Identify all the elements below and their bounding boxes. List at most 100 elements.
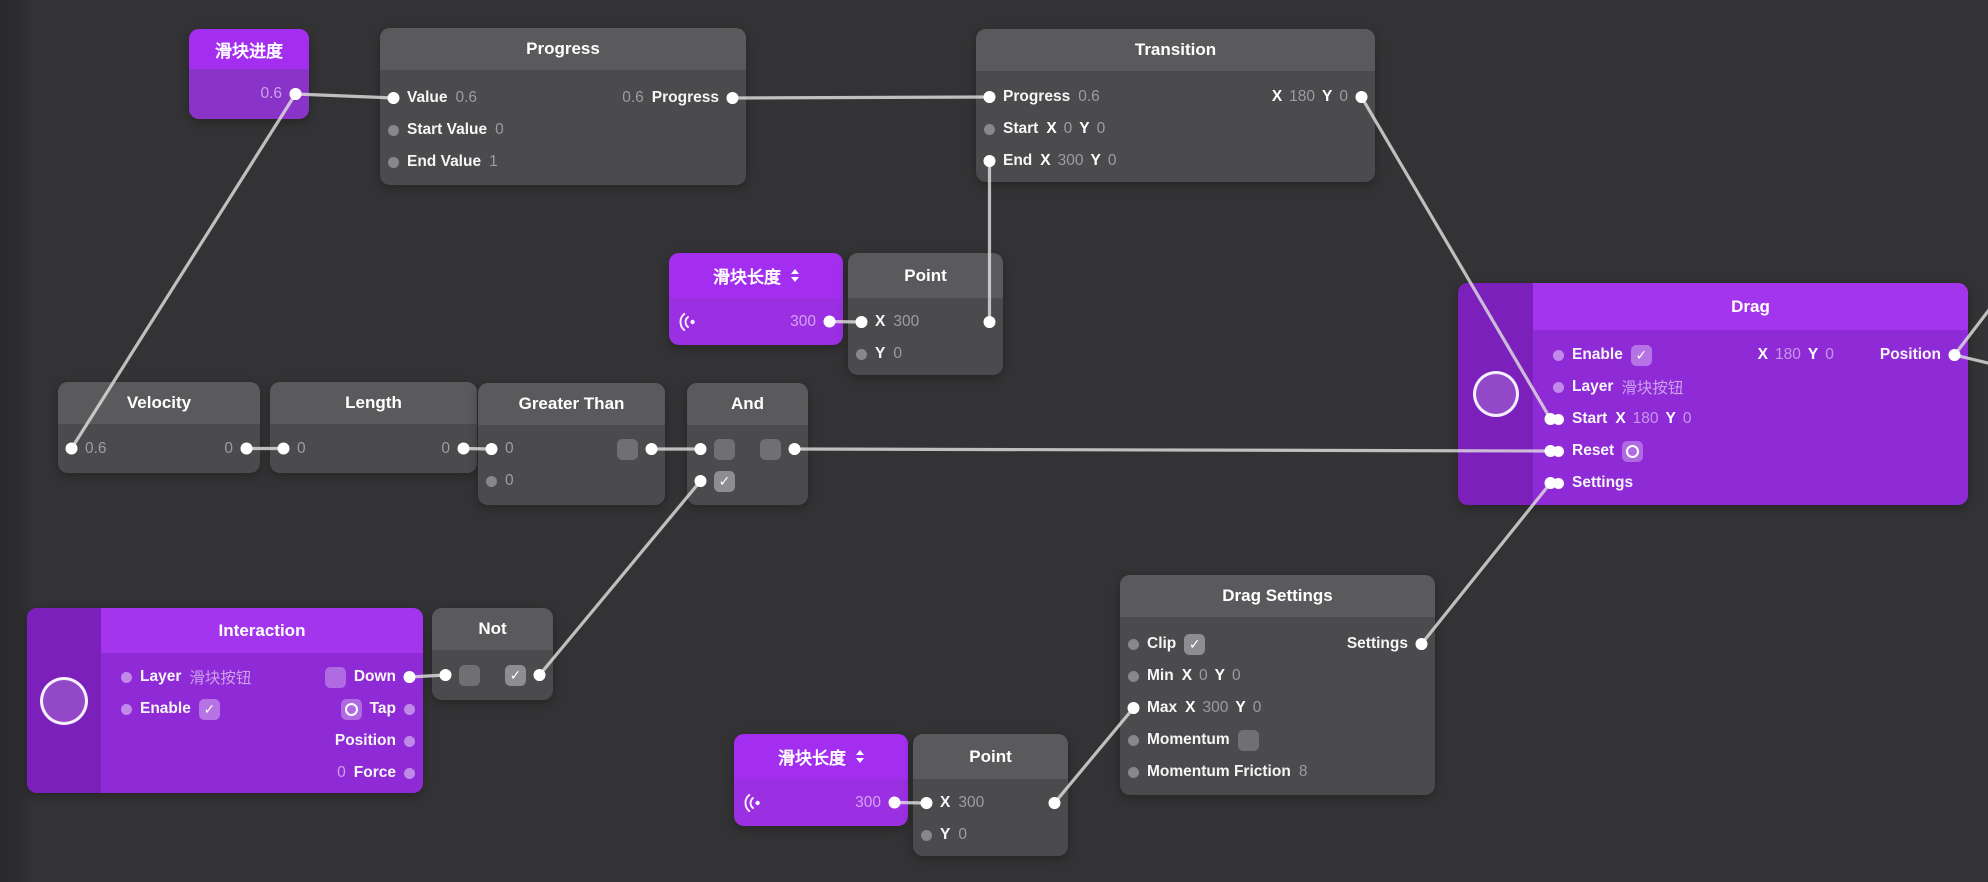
input-port-b[interactable] <box>486 475 497 487</box>
value-field[interactable]: 0 <box>297 439 306 457</box>
output-port[interactable] <box>1049 797 1060 809</box>
node-point-bottom[interactable]: Point X 300 Y 0 <box>913 734 1068 856</box>
input-port-x[interactable] <box>856 316 867 328</box>
momentum-checkbox[interactable] <box>1237 729 1259 751</box>
node-point-top[interactable]: Point X 300 Y 0 <box>848 253 1003 375</box>
value-field[interactable]: 300 <box>893 313 920 330</box>
value-field[interactable]: 0.6 <box>455 89 478 106</box>
value-field[interactable]: 0 <box>495 121 504 138</box>
input-port-y[interactable] <box>921 829 932 841</box>
value-field[interactable]: 0.6 <box>1078 88 1100 105</box>
input-port-momentum[interactable] <box>1128 734 1139 746</box>
value-field[interactable]: 300 <box>958 794 985 811</box>
input-port-end-value[interactable] <box>388 156 399 168</box>
input-port-a[interactable] <box>486 443 497 455</box>
node-greater-than[interactable]: Greater Than 0 0 <box>478 383 665 505</box>
node-interaction[interactable]: Interaction Layer 滑块按钮 Down Enable <box>27 608 423 793</box>
input-port-start[interactable] <box>984 123 995 135</box>
input-port-clip[interactable] <box>1128 638 1139 650</box>
enable-checkbox[interactable] <box>1630 344 1652 366</box>
value-field[interactable]: 300 <box>790 312 816 330</box>
node-velocity[interactable]: Velocity 0.6 0 <box>58 382 260 473</box>
enable-checkbox[interactable] <box>198 698 220 720</box>
output-port[interactable] <box>646 443 657 455</box>
input-checkbox[interactable] <box>459 664 480 686</box>
output-port-position[interactable] <box>404 735 415 747</box>
pulse-button[interactable] <box>1622 440 1644 462</box>
value-field[interactable]: 0 <box>505 440 514 457</box>
input-port-progress[interactable] <box>984 91 995 103</box>
input-port-momentum-friction[interactable] <box>1128 766 1139 778</box>
input-port-min[interactable] <box>1128 670 1139 682</box>
input-port-start[interactable] <box>1553 413 1564 425</box>
output-port[interactable] <box>534 669 545 681</box>
input-port-y[interactable] <box>856 348 867 360</box>
output-port[interactable] <box>824 316 835 327</box>
node-and[interactable]: And <box>687 383 808 505</box>
node-length[interactable]: Length 0 0 <box>270 382 477 473</box>
input-port[interactable] <box>278 443 289 454</box>
node-title[interactable]: 滑块长度 <box>669 253 843 298</box>
output-port[interactable] <box>984 316 995 328</box>
node-slider-length-bottom[interactable]: 滑块长度 300 <box>734 734 908 826</box>
node-title[interactable]: 滑块长度 <box>734 734 908 779</box>
input-port-start-value[interactable] <box>388 124 399 136</box>
node-drag-settings[interactable]: Drag Settings Clip Settings Min X0 Y0 <box>1120 575 1435 795</box>
node-progress[interactable]: Progress Value 0.6 0.6 Progress Start Va… <box>380 28 746 185</box>
output-port[interactable] <box>789 443 800 455</box>
output-port-position[interactable] <box>1949 349 1960 361</box>
output-port[interactable] <box>1356 91 1367 103</box>
output-port-progress[interactable] <box>727 92 738 104</box>
input-port[interactable] <box>440 669 451 681</box>
input-port-x[interactable] <box>921 797 932 809</box>
input-port-b[interactable] <box>695 475 706 487</box>
output-port[interactable] <box>290 88 301 100</box>
output-port-force[interactable] <box>404 767 415 779</box>
output-port[interactable] <box>889 797 900 808</box>
value-field[interactable]: 300 <box>855 793 881 811</box>
value-field[interactable]: 0.6 <box>260 85 282 102</box>
output-port-down[interactable] <box>404 671 415 683</box>
value-field[interactable]: 滑块按钮 <box>1621 380 1684 397</box>
input-port-max[interactable] <box>1128 702 1139 714</box>
input-port-enable[interactable] <box>1553 349 1564 361</box>
value-field[interactable]: 0 <box>505 472 514 489</box>
input-port-end[interactable] <box>984 155 995 167</box>
value-field[interactable]: 0 <box>958 826 967 843</box>
stepper-icon[interactable] <box>856 750 864 763</box>
value-field[interactable]: 0.6 <box>85 439 107 457</box>
output-port[interactable] <box>458 443 469 454</box>
input-port-enable[interactable] <box>121 703 132 715</box>
node-not[interactable]: Not <box>432 608 553 700</box>
value-field[interactable]: 1 <box>489 153 498 170</box>
output-port-tap[interactable] <box>404 703 415 715</box>
node-slider-length-top[interactable]: 滑块长度 300 <box>669 253 843 345</box>
input-checkbox-b[interactable] <box>714 470 735 492</box>
node-slider-progress[interactable]: 滑块进度 0.6 <box>189 29 309 119</box>
row-settings: Settings <box>1545 467 1968 499</box>
clip-checkbox[interactable] <box>1184 633 1206 655</box>
input-port-reset[interactable] <box>1553 445 1564 457</box>
value-field[interactable]: 滑块按钮 <box>189 670 252 687</box>
input-port-layer[interactable] <box>1553 381 1564 393</box>
value-field[interactable]: 8 <box>1298 763 1308 780</box>
input-port-value[interactable] <box>388 92 399 104</box>
output-port[interactable] <box>241 443 252 454</box>
input-port-settings[interactable] <box>1553 477 1564 489</box>
input-port[interactable] <box>66 443 77 454</box>
value-field[interactable]: 0 <box>893 345 902 362</box>
input-checkbox-a[interactable] <box>714 438 735 460</box>
input-port-layer[interactable] <box>121 671 132 683</box>
output-port-settings[interactable] <box>1416 638 1427 650</box>
stepper-icon[interactable] <box>791 269 799 282</box>
input-port-a[interactable] <box>695 443 706 455</box>
